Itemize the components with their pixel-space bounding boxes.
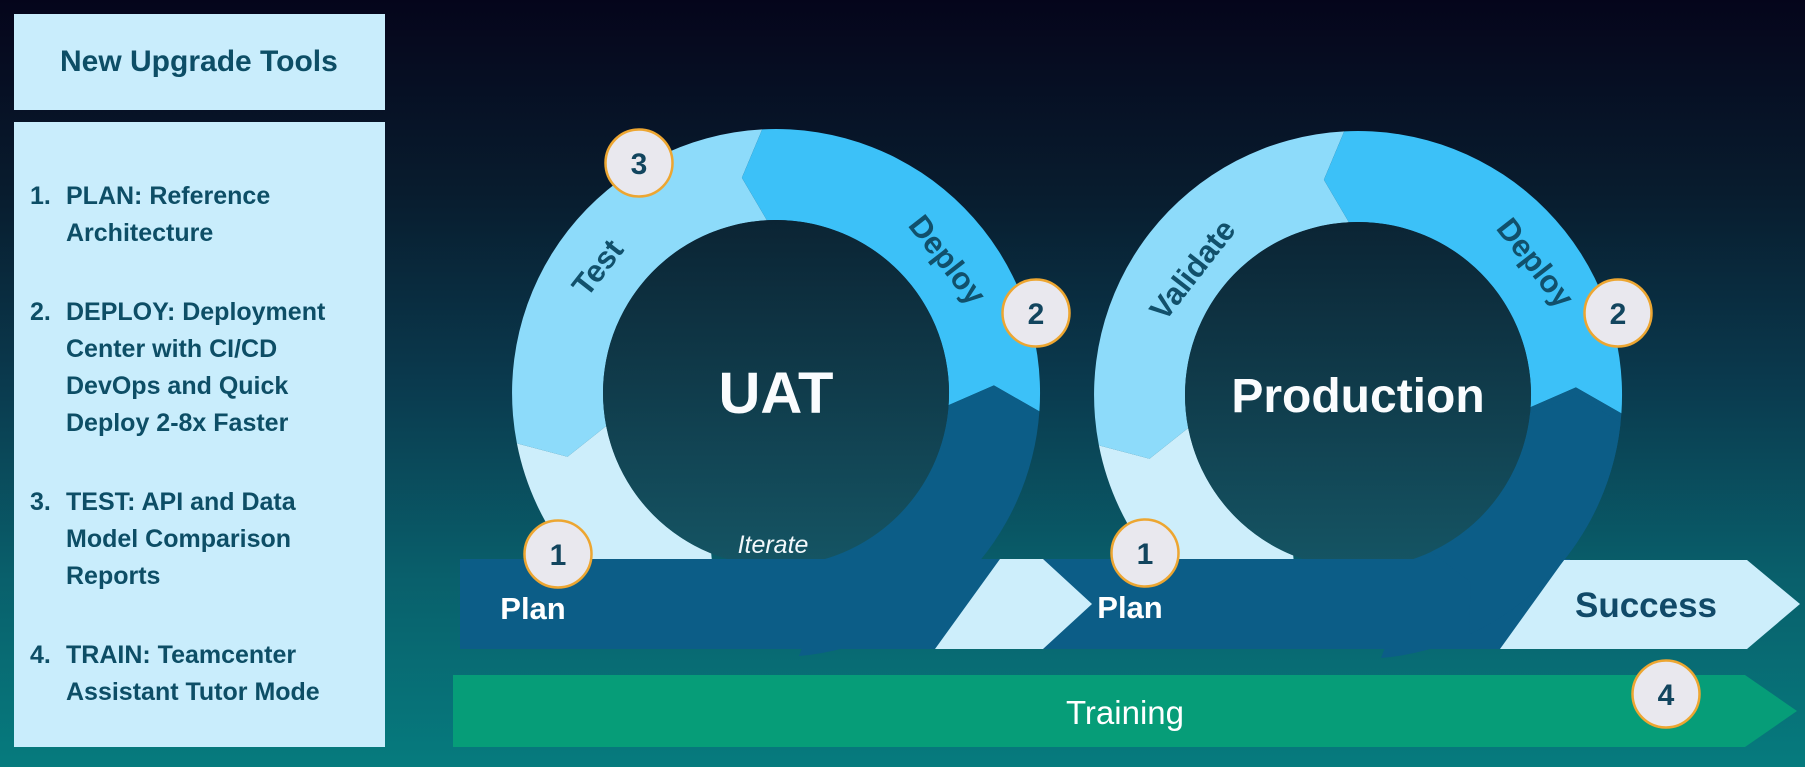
uat-title: UAT [719, 361, 834, 426]
badge-number: 1 [1137, 538, 1154, 571]
list-item-number: 4. [30, 641, 51, 669]
uat-cycle-ring [512, 129, 1041, 656]
production-plan-label: Plan [1097, 590, 1162, 625]
sidebar-title-box: New Upgrade Tools [14, 14, 385, 110]
uat-deploy-segment [741, 129, 1041, 412]
list-item-number: 2. [30, 298, 51, 326]
sidebar-title: New Upgrade Tools [60, 45, 338, 78]
uat-step-badge-2: 2 [1001, 278, 1071, 348]
production-inner-disk [1185, 222, 1531, 568]
badge-circle [1110, 518, 1180, 588]
production-step-badge-1: 1 [1110, 518, 1180, 588]
badge-circle [1001, 278, 1071, 348]
iterate-note: Iterate [738, 531, 809, 559]
production-step-badge-2: 2 [1583, 278, 1653, 348]
success-arrow [1500, 560, 1800, 649]
training-arrow [453, 675, 1797, 747]
list-item-number: 3. [30, 488, 51, 516]
production-deploy-segment [1323, 131, 1623, 414]
uat-test-segment [512, 129, 767, 457]
cycle-transition-arrow [935, 559, 1092, 649]
list-item-text: TRAIN: Teamcenter Assistant Tutor Mode [66, 641, 320, 706]
badge-circle [523, 519, 593, 589]
list-item-text: PLAN: Reference Architecture [66, 182, 271, 247]
uat-step-badge-3: 3 [604, 128, 674, 198]
list-item-text: DEPLOY: Deployment Center with CI/CD Dev… [66, 298, 326, 437]
list-item-plan: 1. PLAN: Reference Architecture [30, 178, 373, 252]
success-label: Success [1575, 586, 1717, 625]
badge-circle [1583, 278, 1653, 348]
badge-number: 2 [1028, 298, 1045, 331]
badge-circle [1631, 659, 1701, 729]
badge-circle [604, 128, 674, 198]
badge-number: 4 [1658, 679, 1675, 712]
production-dark-sweep [1431, 395, 1621, 635]
production-validate-segment [1094, 131, 1349, 459]
list-item-deploy: 2. DEPLOY: Deployment Center with CI/CD … [30, 294, 373, 442]
list-item-train: 4. TRAIN: Teamcenter Assistant Tutor Mod… [30, 637, 373, 711]
list-item-test: 3. TEST: API and Data Model Comparison R… [30, 484, 373, 595]
training-label: Training [1066, 694, 1184, 731]
badge-number: 1 [550, 539, 567, 572]
list-item-text: TEST: API and Data Model Comparison Repo… [66, 488, 296, 590]
badge-number: 2 [1610, 298, 1627, 331]
badge-number: 3 [631, 148, 648, 181]
uat-inner-disk [603, 220, 949, 566]
training-step-badge-4: 4 [1631, 659, 1701, 729]
uat-step-badge-1: 1 [523, 519, 593, 589]
sidebar-tools-list: 1. PLAN: Reference Architecture 2. DEPLO… [14, 122, 385, 747]
production-title: Production [1231, 370, 1484, 423]
list-item-number: 1. [30, 182, 51, 210]
uat-plan-label: Plan [500, 591, 565, 626]
